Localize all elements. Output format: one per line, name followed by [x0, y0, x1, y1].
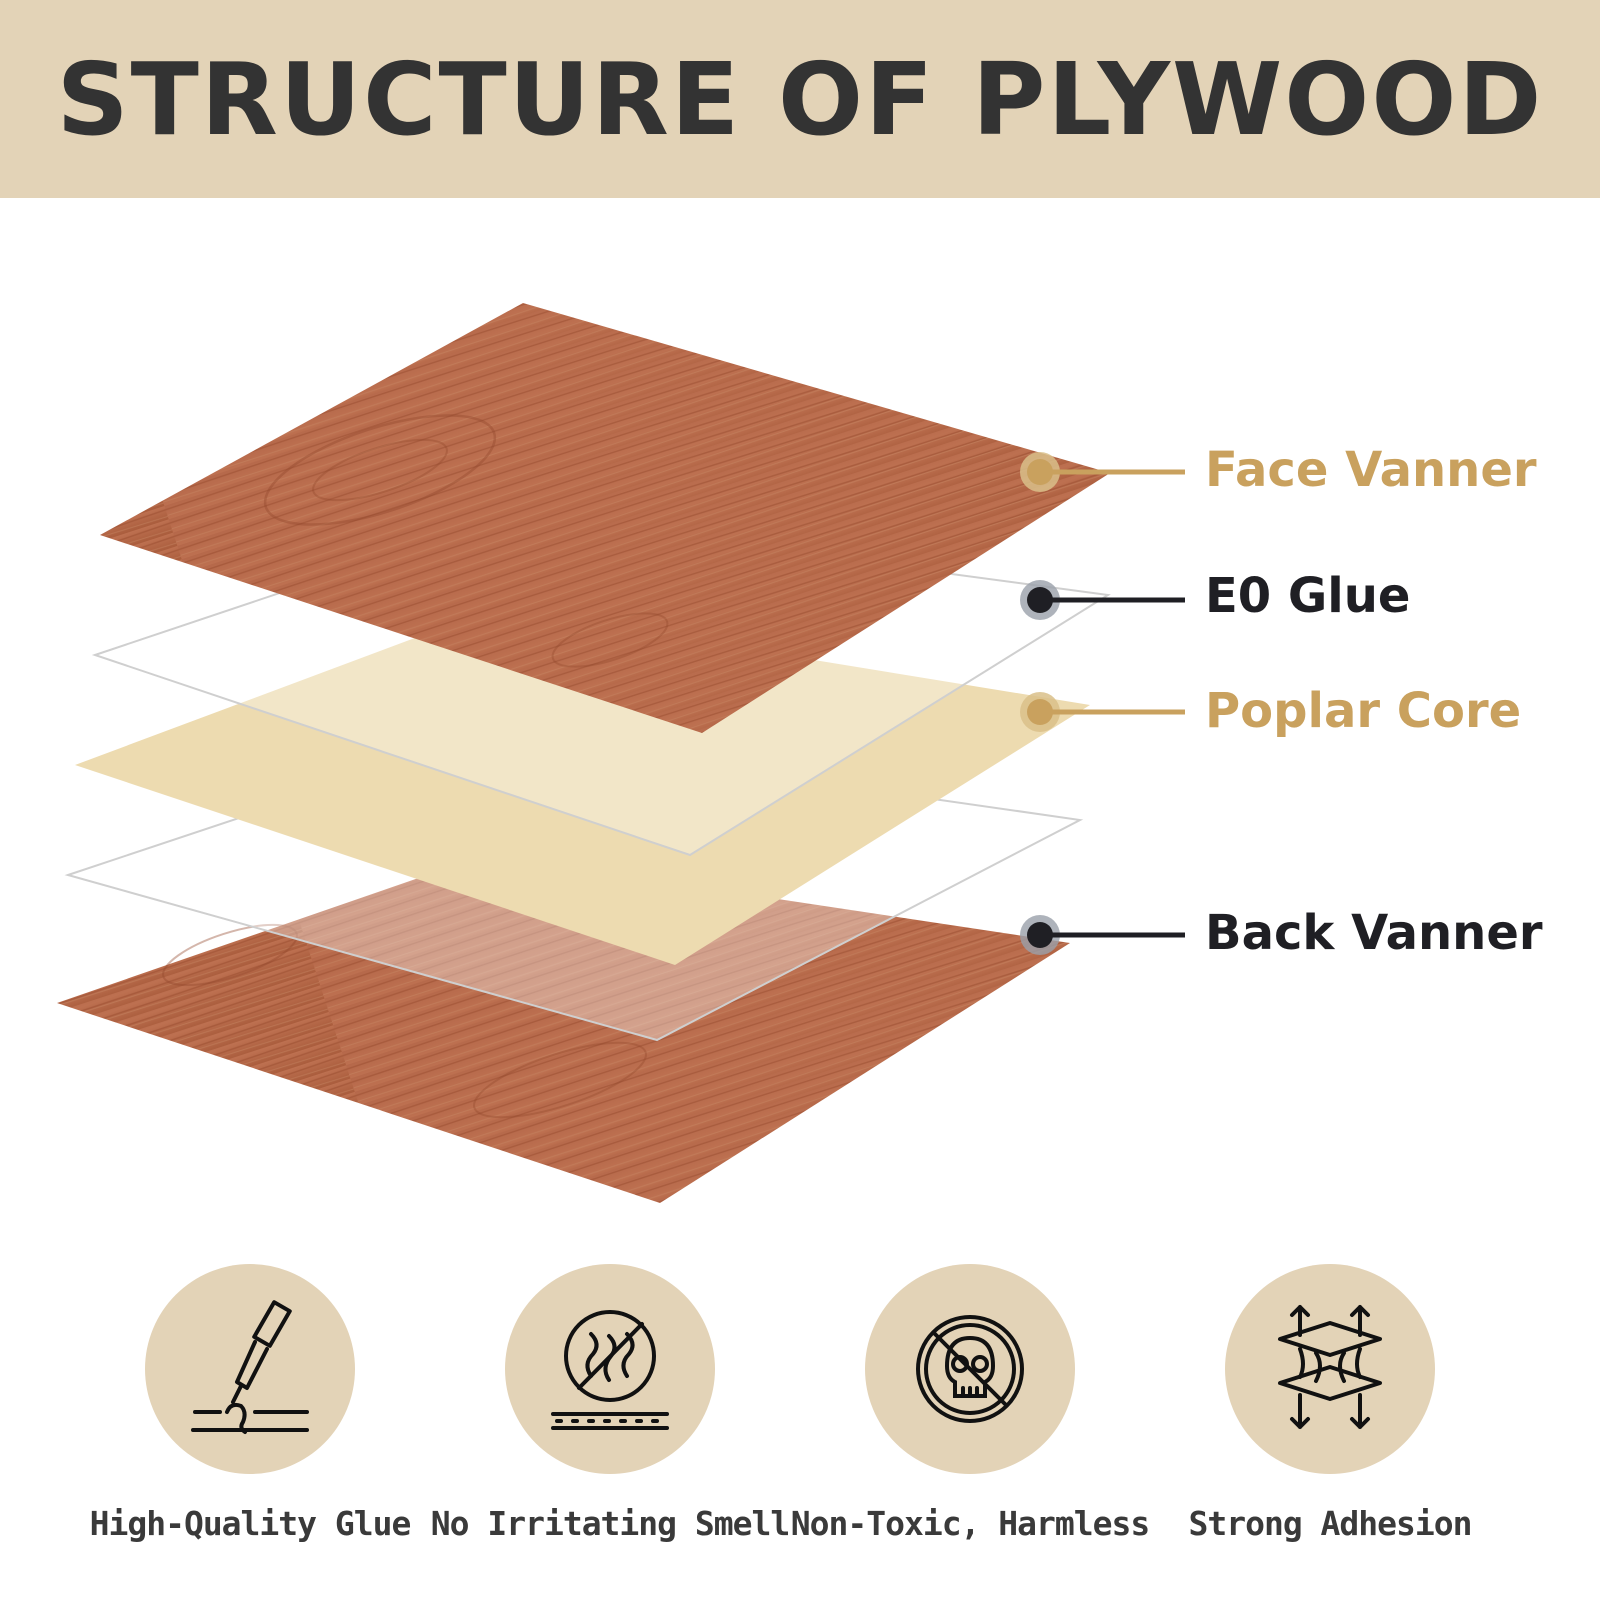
- plywood-layers-diagram: [57, 303, 1185, 1203]
- no-toxic-skull-icon: [916, 1315, 1024, 1423]
- label-poplar-core: Poplar Core: [1205, 683, 1522, 739]
- glue-tube-icon: [191, 1300, 309, 1434]
- no-odor-icon: [551, 1310, 669, 1430]
- label-face-veneer: Face Vanner: [1205, 442, 1537, 498]
- poplar-core-sheet: [75, 608, 1090, 965]
- label-back-veneer: Back Vanner: [1205, 905, 1543, 961]
- feature-no-irritating-smell: No Irritating Smell: [430, 1264, 790, 1543]
- header-band: STRUCTURE OF PLYWOOD: [0, 0, 1600, 198]
- callout-glue: [1020, 580, 1185, 620]
- face-veneer-sheet: [100, 303, 1110, 733]
- page-title: STRUCTURE OF PLYWOOD: [56, 40, 1544, 158]
- feature-label: No Irritating Smell: [430, 1504, 790, 1543]
- label-e0-glue: E0 Glue: [1205, 568, 1411, 624]
- callout-core: [1020, 692, 1185, 732]
- feature-label: High-Quality Glue: [89, 1504, 412, 1543]
- callout-back: [1020, 915, 1185, 955]
- callout-face: [1020, 452, 1185, 492]
- feature-label: Non-Toxic, Harmless: [790, 1504, 1150, 1543]
- adhesion-arrows-icon: [1278, 1305, 1382, 1429]
- feature-strong-adhesion: Strong Adhesion: [1150, 1264, 1510, 1543]
- feature-high-quality-glue: High-Quality Glue: [70, 1264, 430, 1543]
- feature-label: Strong Adhesion: [1188, 1504, 1472, 1543]
- feature-non-toxic-harmless: Non-Toxic, Harmless: [790, 1264, 1150, 1543]
